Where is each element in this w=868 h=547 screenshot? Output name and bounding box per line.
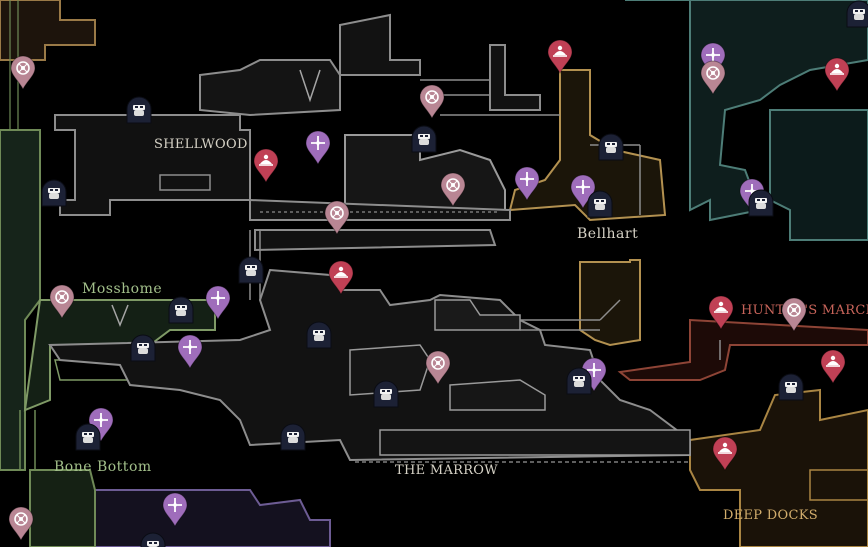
bell-icon bbox=[253, 148, 279, 184]
area-label-shellwood: SHELLWOOD bbox=[154, 137, 248, 152]
npc-marker[interactable] bbox=[566, 367, 592, 395]
fast-travel-pin[interactable] bbox=[205, 285, 231, 321]
npc-marker[interactable] bbox=[126, 96, 152, 124]
fast-travel-icon bbox=[205, 285, 231, 321]
npc-marker[interactable] bbox=[587, 190, 613, 218]
bell-pin[interactable] bbox=[253, 148, 279, 184]
npc-face-icon bbox=[778, 373, 804, 401]
fast-travel-pin[interactable] bbox=[581, 357, 607, 393]
bell-icon bbox=[547, 39, 573, 75]
flower-pin[interactable] bbox=[324, 200, 350, 236]
bell-pin[interactable] bbox=[820, 349, 846, 385]
npc-face-icon bbox=[168, 296, 194, 324]
npc-face-icon bbox=[748, 189, 774, 217]
flower-icon bbox=[425, 350, 451, 386]
flower-pin[interactable] bbox=[425, 350, 451, 386]
npc-face-icon bbox=[598, 133, 624, 161]
npc-face-icon bbox=[280, 423, 306, 451]
flower-icon bbox=[440, 172, 466, 208]
bell-icon bbox=[820, 349, 846, 385]
npc-face-icon bbox=[238, 256, 264, 284]
npc-marker[interactable] bbox=[130, 334, 156, 362]
npc-marker[interactable] bbox=[168, 296, 194, 324]
fast-travel-icon bbox=[305, 130, 331, 166]
bell-pin[interactable] bbox=[547, 39, 573, 75]
area-label-bone-bottom: Bone Bottom bbox=[54, 459, 152, 475]
npc-marker[interactable] bbox=[75, 423, 101, 451]
bell-pin[interactable] bbox=[712, 436, 738, 472]
fast-travel-icon bbox=[514, 166, 540, 202]
npc-face-icon bbox=[846, 0, 868, 28]
flower-pin[interactable] bbox=[781, 297, 807, 333]
npc-marker[interactable] bbox=[306, 321, 332, 349]
area-label-deep-docks: DEEP DOCKS bbox=[723, 508, 818, 523]
bell-icon bbox=[328, 260, 354, 296]
npc-face-icon bbox=[140, 532, 166, 547]
area-label-bellhart: Bellhart bbox=[577, 226, 639, 242]
flower-icon bbox=[419, 84, 445, 120]
flower-pin[interactable] bbox=[419, 84, 445, 120]
flower-icon bbox=[700, 60, 726, 96]
npc-face-icon bbox=[566, 367, 592, 395]
bell-pin[interactable] bbox=[328, 260, 354, 296]
fast-travel-icon bbox=[581, 357, 607, 393]
fast-travel-pin[interactable] bbox=[700, 42, 726, 78]
flower-pin[interactable] bbox=[10, 55, 36, 91]
bell-pin[interactable] bbox=[824, 57, 850, 93]
npc-marker[interactable] bbox=[140, 532, 166, 547]
fast-travel-icon bbox=[700, 42, 726, 78]
flower-pin[interactable] bbox=[440, 172, 466, 208]
bell-pin[interactable] bbox=[708, 295, 734, 331]
flower-pin[interactable] bbox=[8, 506, 34, 542]
bell-icon bbox=[712, 436, 738, 472]
npc-marker[interactable] bbox=[280, 423, 306, 451]
flower-pin[interactable] bbox=[700, 60, 726, 96]
npc-marker[interactable] bbox=[778, 373, 804, 401]
npc-face-icon bbox=[306, 321, 332, 349]
npc-face-icon bbox=[75, 423, 101, 451]
npc-face-icon bbox=[126, 96, 152, 124]
npc-marker[interactable] bbox=[748, 189, 774, 217]
npc-marker[interactable] bbox=[41, 179, 67, 207]
fast-travel-pin[interactable] bbox=[162, 492, 188, 528]
npc-marker[interactable] bbox=[598, 133, 624, 161]
fast-travel-pin[interactable] bbox=[514, 166, 540, 202]
npc-face-icon bbox=[587, 190, 613, 218]
flower-icon bbox=[49, 284, 75, 320]
npc-face-icon bbox=[130, 334, 156, 362]
fast-travel-pin[interactable] bbox=[305, 130, 331, 166]
flower-icon bbox=[10, 55, 36, 91]
npc-face-icon bbox=[41, 179, 67, 207]
fast-travel-icon bbox=[162, 492, 188, 528]
npc-marker[interactable] bbox=[373, 380, 399, 408]
npc-marker[interactable] bbox=[238, 256, 264, 284]
bell-icon bbox=[708, 295, 734, 331]
fast-travel-pin[interactable] bbox=[177, 334, 203, 370]
npc-marker[interactable] bbox=[846, 0, 868, 28]
area-label-mosshome: Mosshome bbox=[82, 281, 163, 297]
flower-pin[interactable] bbox=[49, 284, 75, 320]
bell-icon bbox=[824, 57, 850, 93]
npc-marker[interactable] bbox=[411, 125, 437, 153]
npc-face-icon bbox=[411, 125, 437, 153]
flower-icon bbox=[324, 200, 350, 236]
flower-icon bbox=[8, 506, 34, 542]
fast-travel-icon bbox=[177, 334, 203, 370]
area-label-the-marrow: THE MARROW bbox=[395, 463, 498, 478]
flower-icon bbox=[781, 297, 807, 333]
npc-face-icon bbox=[373, 380, 399, 408]
